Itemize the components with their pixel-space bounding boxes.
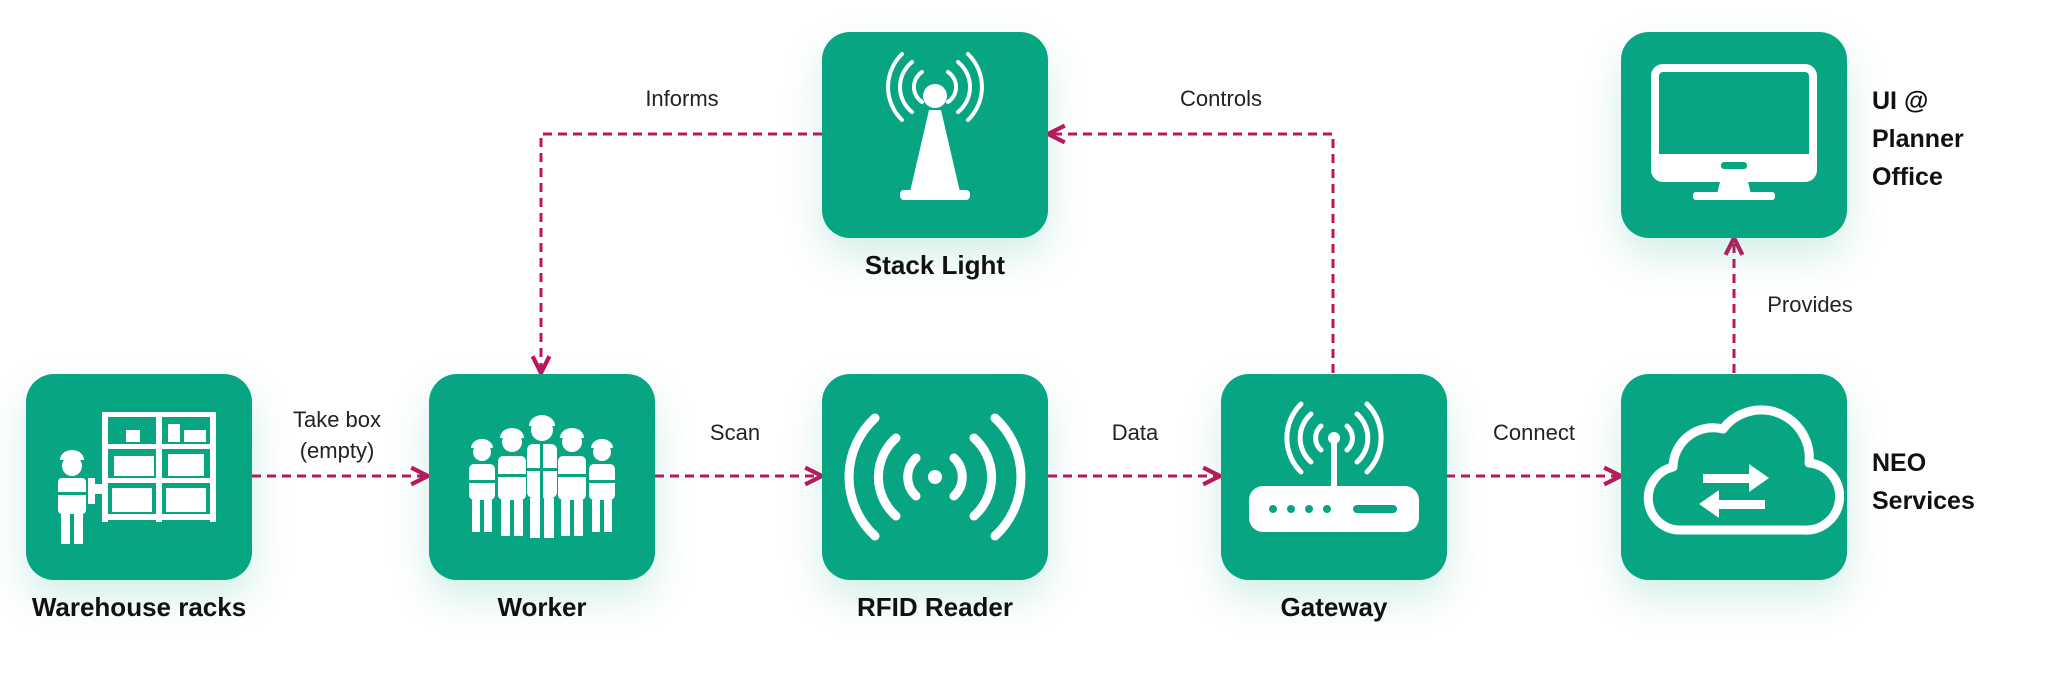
node-label-neo-services: NEO Services [1872, 444, 1975, 520]
edge-label-provides: Provides [1767, 292, 1853, 317]
edge-label-take-box-line1: Take box [292, 407, 382, 432]
node-neo-services [1621, 374, 1847, 580]
node-gateway [1221, 374, 1447, 580]
node-label-ui-line3: Office [1872, 163, 1943, 191]
node-label-neo-line1: NEO [1872, 449, 1927, 477]
edge-stacklight-to-worker [541, 132, 822, 373]
node-label-warehouse-racks: Warehouse racks [31, 592, 247, 622]
edge-label-take-box: Take box (empty) [272, 404, 402, 466]
node-label-rfid-reader: RFID Reader [856, 592, 1014, 622]
node-rfid-reader [822, 374, 1048, 580]
edge-label-take-box-line2: (empty) [299, 438, 375, 463]
node-label-ui-line2: Planner [1872, 125, 1964, 153]
node-label-ui-planner-office: UI @ Planner Office [1872, 82, 1964, 196]
rfid-signal-icon [844, 413, 1026, 541]
node-label-stack-light: Stack Light [864, 250, 1006, 280]
node-warehouse-racks [26, 374, 252, 580]
node-ui-planner-office [1621, 32, 1847, 238]
stack-light-icon [886, 52, 984, 200]
node-worker [429, 374, 655, 580]
warehouse-racks-icon [58, 412, 216, 544]
node-label-gateway: Gateway [1280, 592, 1388, 622]
edge-label-scan: Scan [709, 420, 761, 445]
node-stack-light [822, 32, 1048, 238]
router-icon [1249, 401, 1419, 532]
edge-gateway-to-stacklight [1048, 134, 1335, 373]
node-label-ui-line1: UI @ [1872, 87, 1929, 115]
edge-label-informs: Informs [645, 86, 719, 111]
monitor-icon [1651, 64, 1817, 200]
edge-label-controls: Controls [1180, 86, 1262, 111]
node-label-neo-line2: Services [1872, 487, 1975, 515]
workers-group-icon [469, 415, 615, 538]
edge-label-data: Data [1111, 420, 1159, 445]
node-label-worker: Worker [497, 592, 587, 622]
cloud-sync-icon [1643, 405, 1845, 535]
edge-label-connect: Connect [1493, 420, 1575, 445]
